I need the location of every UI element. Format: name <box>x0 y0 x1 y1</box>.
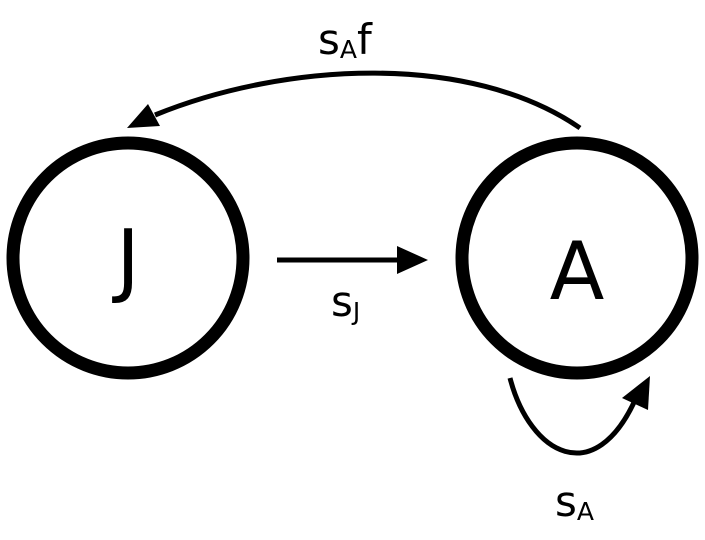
node-j-circle <box>6 136 250 380</box>
edge-a-to-j-arrowhead <box>127 104 160 128</box>
edge-a-self-loop-arrowhead <box>622 376 650 410</box>
edge-a-to-j: sAf <box>127 15 582 131</box>
node-a-circle <box>455 136 699 380</box>
node-j: J <box>6 136 250 380</box>
node-a: A <box>455 136 699 380</box>
edge-a-self-loop-arc <box>507 377 639 456</box>
edge-j-to-a: sJ <box>277 246 428 326</box>
edge-a-to-j-arc <box>154 70 582 131</box>
edge-a-self-loop-label: sA <box>555 477 594 526</box>
edge-a-to-j-label: sAf <box>318 15 373 64</box>
node-a-label: A <box>550 225 605 318</box>
node-j-label: J <box>111 213 140 306</box>
edge-j-to-a-label: sJ <box>331 277 360 326</box>
edge-a-self-loop: sA <box>507 376 650 526</box>
edge-j-to-a-arrowhead <box>397 246 428 274</box>
